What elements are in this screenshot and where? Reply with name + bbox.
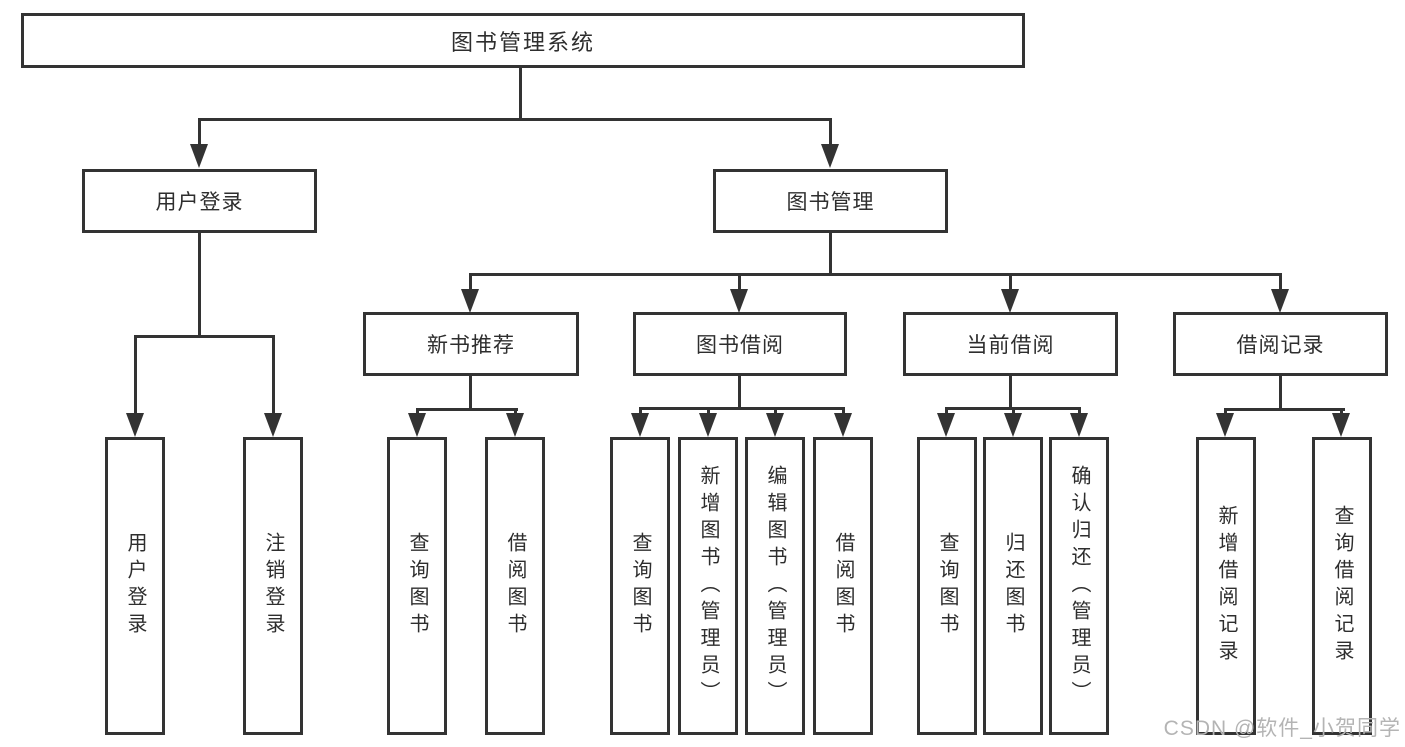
arrowhead-book-borrow [730,289,748,313]
arrowhead-borrow-records [1271,289,1289,313]
node-root: 图书管理系统 [21,13,1025,68]
leaf-borrow-query-book: 查询图书 [610,437,670,735]
edge-stem-current-borrow [1009,273,1012,291]
node-current-borrow: 当前借阅 [903,312,1118,376]
edge-stem-recommend [469,273,472,291]
leaf-user-login: 用户登录 [105,437,165,735]
leaf-borrow-book: 借阅图书 [813,437,873,735]
edge-stem-book-management [829,118,832,146]
edge-borrow-drop [738,376,741,407]
leaf-query-borrow-record: 查询借阅记录 [1312,437,1372,735]
edge-stem-book-borrow [738,273,741,291]
arrowhead-query-record [1332,413,1350,437]
leaf-confirm-return-admin-label: 确认归还（管理员） [1068,464,1090,708]
edge-stem-add-book [707,407,710,415]
arrowhead-current-query [937,413,955,437]
edge-stem-recommend-borrow [514,408,517,415]
arrowhead-recommend-borrow [506,413,524,437]
arrowhead-user-login [190,144,208,168]
leaf-current-query-book-label: 查询图书 [936,532,958,640]
arrowhead-leaf-user-login [126,413,144,437]
leaf-confirm-return-admin: 确认归还（管理员） [1049,437,1109,735]
edge-root-drop [519,68,522,118]
edge-mgmt-drop [829,233,832,273]
edge-recommend-hbar [416,408,518,411]
arrowhead-add-book [699,413,717,437]
edge-mgmt-hbar [469,273,1282,276]
edge-stem-borrow-query [639,407,642,415]
edge-stem-borrow-records [1279,273,1282,291]
leaf-return-book-label: 归还图书 [1002,532,1024,640]
node-new-book-recommend: 新书推荐 [363,312,579,376]
arrowhead-edit-book [766,413,784,437]
node-user-login: 用户登录 [82,169,317,233]
leaf-edit-book-admin: 编辑图书（管理员） [745,437,805,735]
leaf-logout: 注销登录 [243,437,303,735]
edge-stem-edit-book [774,407,777,415]
node-book-borrow: 图书借阅 [633,312,847,376]
edge-stem-query-record [1340,408,1343,415]
arrowhead-current-borrow [1001,289,1019,313]
node-root-label: 图书管理系统 [450,29,595,55]
leaf-recommend-query-book-label: 查询图书 [406,532,428,640]
leaf-add-book-admin-label: 新增图书（管理员） [697,464,719,708]
edge-stem-add-record [1224,408,1227,415]
arrowhead-book-management [821,144,839,168]
leaf-borrow-book-label: 借阅图书 [832,532,854,640]
leaf-user-login-label: 用户登录 [124,532,146,640]
edge-stem-current-query [945,407,948,415]
arrowhead-return-book [1004,413,1022,437]
edge-stem-leaf-user-login [134,335,137,415]
leaf-query-borrow-record-label: 查询借阅记录 [1331,505,1353,667]
leaf-edit-book-admin-label: 编辑图书（管理员） [764,464,786,708]
leaf-add-borrow-record: 新增借阅记录 [1196,437,1256,735]
edge-root-hbar [198,118,832,121]
leaf-recommend-query-book: 查询图书 [387,437,447,735]
leaf-return-book: 归还图书 [983,437,1043,735]
node-current-borrow-label: 当前借阅 [966,334,1055,357]
edge-stem-return-book [1012,407,1015,415]
edge-current-drop [1009,376,1012,407]
leaf-borrow-query-book-label: 查询图书 [629,532,651,640]
arrowhead-recommend [461,289,479,313]
arrowhead-borrow-book [834,413,852,437]
arrowhead-recommend-query [408,413,426,437]
csdn-watermark: CSDN @软件_小贺同学 [1163,717,1401,740]
leaf-logout-label: 注销登录 [262,532,284,640]
edge-stem-recommend-query [416,408,419,415]
node-user-login-label: 用户登录 [155,191,244,214]
node-book-management: 图书管理 [713,169,948,233]
edge-records-hbar [1224,408,1345,411]
node-book-borrow-label: 图书借阅 [696,334,784,357]
edge-borrow-hbar [639,407,845,410]
arrowhead-confirm-return [1070,413,1088,437]
node-new-book-recommend-label: 新书推荐 [427,334,515,357]
node-borrow-records-label: 借阅记录 [1236,334,1325,357]
edge-user-drop [198,233,201,335]
arrowhead-borrow-query [631,413,649,437]
edge-stem-borrow-book [842,407,845,415]
leaf-recommend-borrow-book-label: 借阅图书 [504,532,526,640]
edge-recommend-drop [469,376,472,408]
leaf-current-query-book: 查询图书 [917,437,977,735]
node-borrow-records: 借阅记录 [1173,312,1388,376]
arrowhead-add-record [1216,413,1234,437]
leaf-recommend-borrow-book: 借阅图书 [485,437,545,735]
leaf-add-borrow-record-label: 新增借阅记录 [1215,505,1237,667]
edge-user-hbar [134,335,275,338]
node-book-management-label: 图书管理 [786,191,875,214]
arrowhead-leaf-logout [264,413,282,437]
edge-stem-confirm-return [1078,407,1081,415]
leaf-add-book-admin: 新增图书（管理员） [678,437,738,735]
edge-records-drop [1279,376,1282,408]
edge-stem-user-login [198,118,201,146]
edge-stem-leaf-logout [272,335,275,415]
